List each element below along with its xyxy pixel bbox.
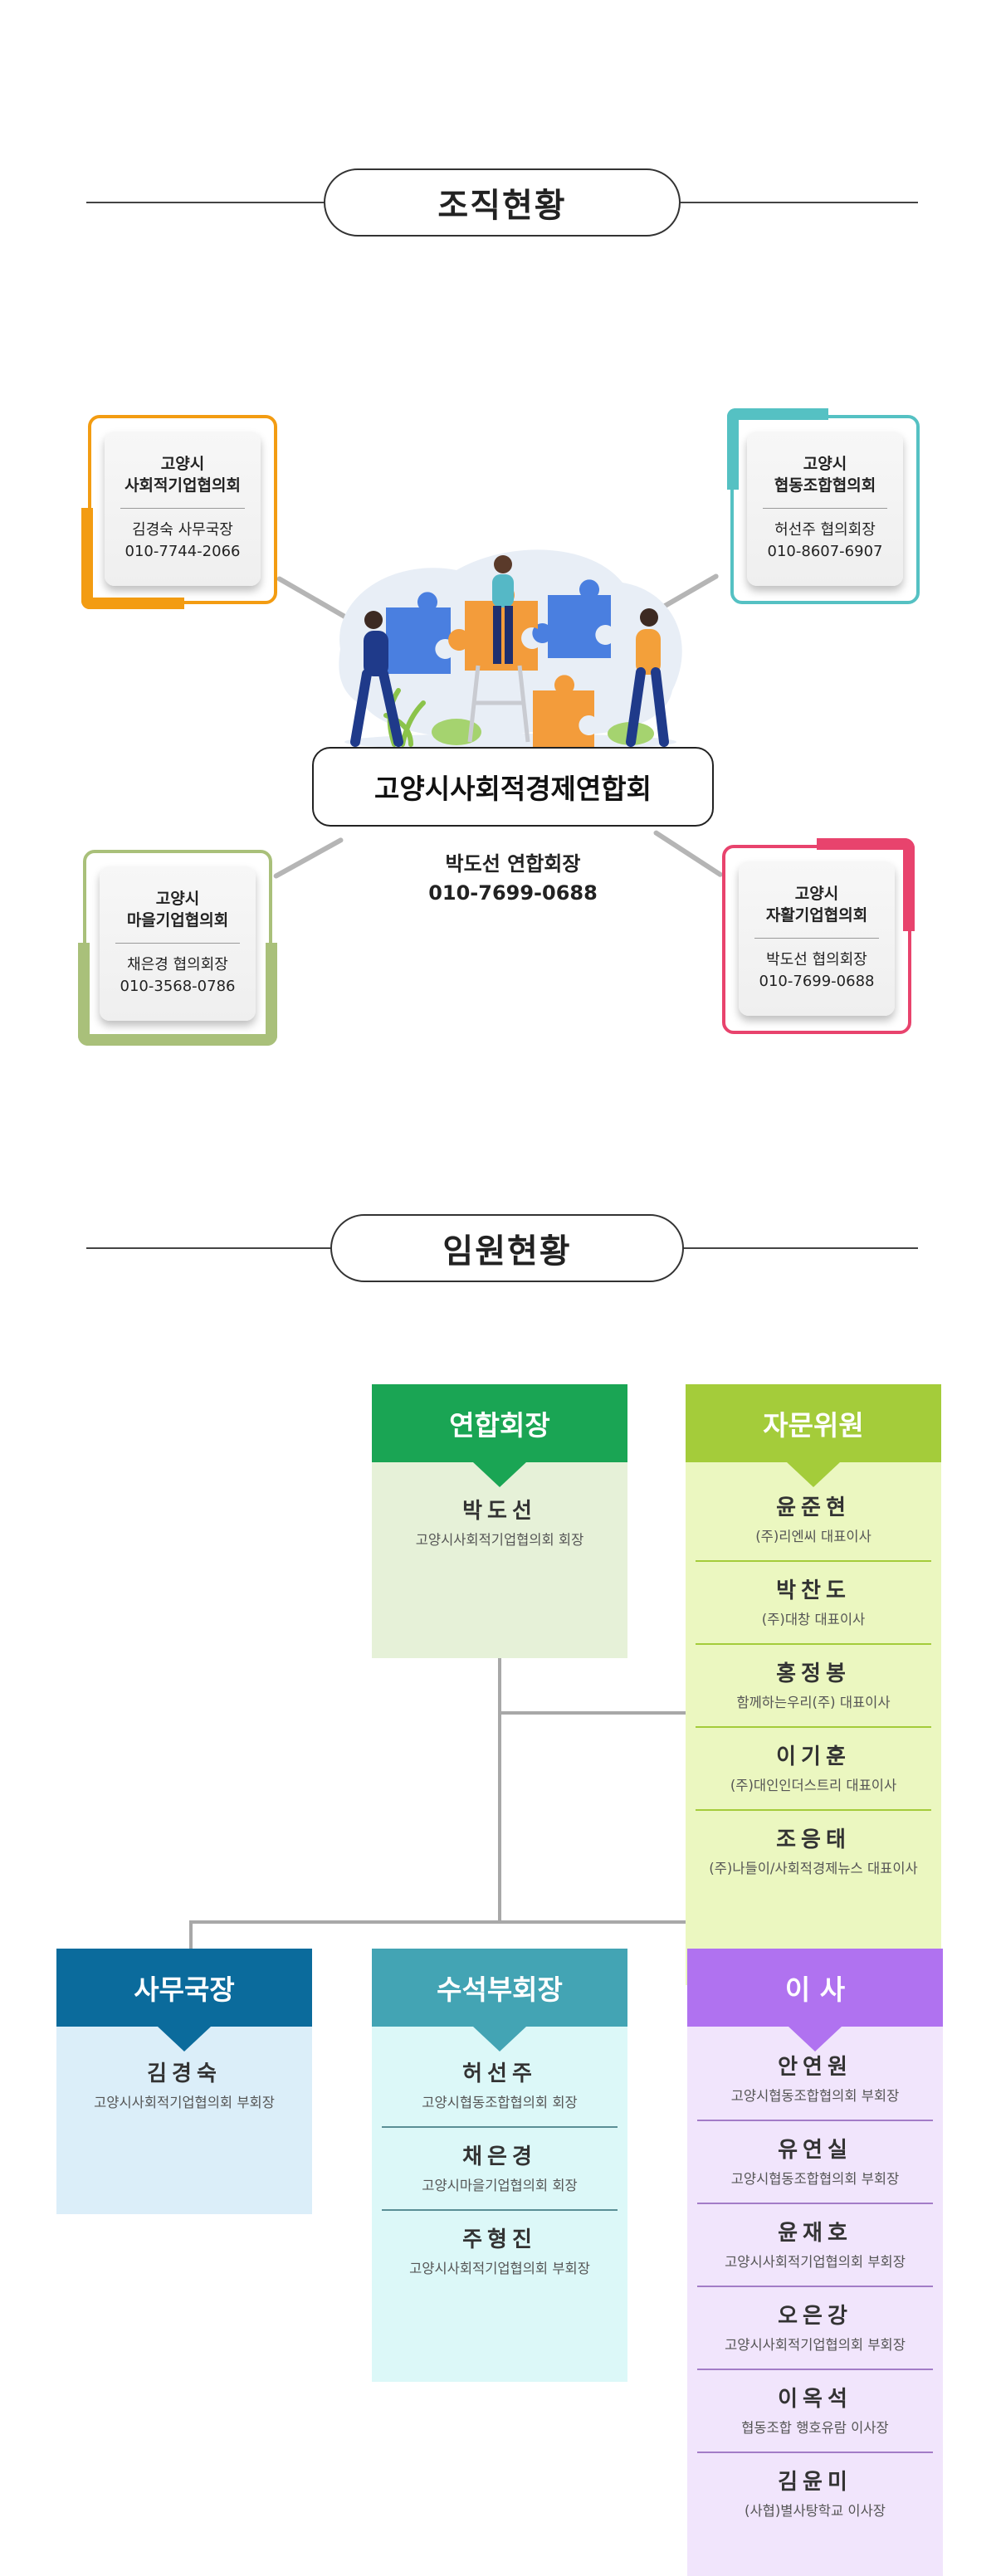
member-role: 고양시협동조합협의회 부회장 (730, 2088, 900, 2104)
section-line-left (86, 202, 327, 203)
member-role: (주)대창 대표이사 (761, 1612, 866, 1627)
center-contact: 박도선 연합회장 010-7699-0688 (312, 850, 714, 908)
member-role: 함께하는우리(주) 대표이사 (736, 1695, 891, 1710)
member-name: 채은경 (462, 2144, 537, 2169)
member-name: 윤준현 (776, 1495, 851, 1520)
member-role: 고양시협동조합협의회 부회장 (730, 2171, 900, 2187)
member-name: 허선주 (462, 2061, 537, 2086)
advisors-member: 조응태 (주)나들이/사회적경제뉴스 대표이사 (686, 1826, 941, 1879)
section-line-left (86, 1247, 332, 1249)
org-card-social-enterprise: 고양시 사회적기업협의회 김경숙 사무국장 010-7744-2066 (105, 432, 261, 586)
org-card-coop: 고양시 협동조합협의회 허선주 협의회장 010-8607-6907 (747, 432, 903, 586)
member-separator (382, 2209, 618, 2211)
vice-body (372, 2027, 627, 2382)
org-accent-self-support (817, 838, 915, 850)
member-name: 유연실 (778, 2138, 852, 2163)
vice-pointer (473, 2027, 526, 2052)
org-accent-coop (727, 408, 828, 420)
member-separator (696, 1809, 931, 1811)
member-separator (697, 2452, 933, 2453)
advisors-body (686, 1462, 941, 1985)
chair-body (372, 1462, 627, 1658)
advisors-member: 윤준현 (주)리엔씨 대표이사 (686, 1494, 941, 1547)
advisors-heading: 자문위원 (686, 1384, 941, 1462)
section-line-right (677, 202, 918, 203)
member-name: 조응태 (776, 1827, 851, 1852)
member-role: 고양시사회적기업협의회 부회장 (409, 2261, 590, 2276)
advisors-member: 박찬도 (주)대창 대표이사 (686, 1577, 941, 1630)
member-name: 윤재호 (778, 2221, 852, 2246)
member-separator (696, 1643, 931, 1645)
member-separator (696, 1560, 931, 1562)
member-separator (697, 2286, 933, 2287)
puzzle-teamwork-illustration (339, 549, 682, 750)
member-separator (382, 2126, 618, 2128)
secretary-heading: 사무국장 (56, 1949, 312, 2027)
tree-bottom-branch (189, 1920, 818, 1924)
directors-heading: 이 사 (687, 1949, 943, 2027)
member-separator (697, 2203, 933, 2204)
chair-pointer (473, 1462, 526, 1487)
member-role: 고양시사회적기업협의회 부회장 (725, 2254, 906, 2270)
member-name: 박도선 (462, 1499, 537, 1524)
member-role: (주)리엔씨 대표이사 (755, 1529, 872, 1544)
member-role: 협동조합 행호유람 이사장 (741, 2420, 889, 2436)
member-role: (사협)별사탕학교 이사장 (745, 2503, 886, 2519)
secretary-pointer (158, 2027, 211, 2052)
directors-pointer (788, 2027, 842, 2052)
member-role: 고양시마을기업협의회 회장 (422, 2178, 578, 2193)
directors-member: 김윤미 (사협)별사탕학교 이사장 (687, 2468, 943, 2521)
section-title-officers: 임원현황 (330, 1214, 684, 1282)
member-separator (697, 2120, 933, 2121)
org-accent-village (78, 943, 90, 1046)
member-name: 이옥석 (778, 2387, 852, 2412)
org-accent-social-enterprise (81, 508, 93, 609)
member-name: 박찬도 (776, 1578, 851, 1603)
chair-heading: 연합회장 (372, 1384, 627, 1462)
member-role: 고양시협동조합협의회 회장 (422, 2095, 578, 2110)
member-role: (주)나들이/사회적경제뉴스 대표이사 (709, 1861, 918, 1876)
member-name: 김윤미 (778, 2470, 852, 2495)
member-role: 고양시사회적기업협의회 부회장 (94, 2095, 275, 2110)
advisors-member: 이기훈 (주)대인인더스트리 대표이사 (686, 1743, 941, 1796)
directors-body (687, 2027, 943, 2576)
section-line-right (682, 1247, 918, 1249)
member-name: 이기훈 (776, 1744, 851, 1769)
member-name: 주형진 (462, 2227, 537, 2252)
org-card-self-support: 고양시 자활기업협의회 박도선 협의회장 010-7699-0688 (739, 861, 895, 1016)
member-role: 고양시사회적기업협의회 부회장 (725, 2337, 906, 2353)
member-name: 안연원 (778, 2055, 852, 2080)
member-name: 김경숙 (147, 2061, 222, 2086)
center-organization-name: 고양시사회적경제연합회 (312, 747, 714, 827)
member-separator (697, 2369, 933, 2370)
member-role: (주)대인인더스트리 대표이사 (730, 1778, 897, 1793)
center-phone: 010-7699-0688 (428, 881, 598, 905)
member-name: 오은강 (778, 2304, 852, 2329)
member-separator (696, 1726, 931, 1728)
member-role: 고양시사회적기업협의회 회장 (415, 1532, 584, 1548)
secretary-body (56, 2027, 312, 2214)
tree-advisor-branch (498, 1711, 686, 1715)
advisors-pointer (787, 1462, 840, 1487)
center-person: 박도선 연합회장 (445, 852, 581, 876)
org-card-village: 고양시 마을기업협의회 채은경 협의회장 010-3568-0786 (100, 866, 256, 1021)
tree-trunk (498, 1580, 501, 1922)
member-name: 홍정봉 (776, 1661, 851, 1686)
section-title-organization: 조직현황 (324, 168, 681, 237)
vice-heading: 수석부회장 (372, 1949, 627, 2027)
